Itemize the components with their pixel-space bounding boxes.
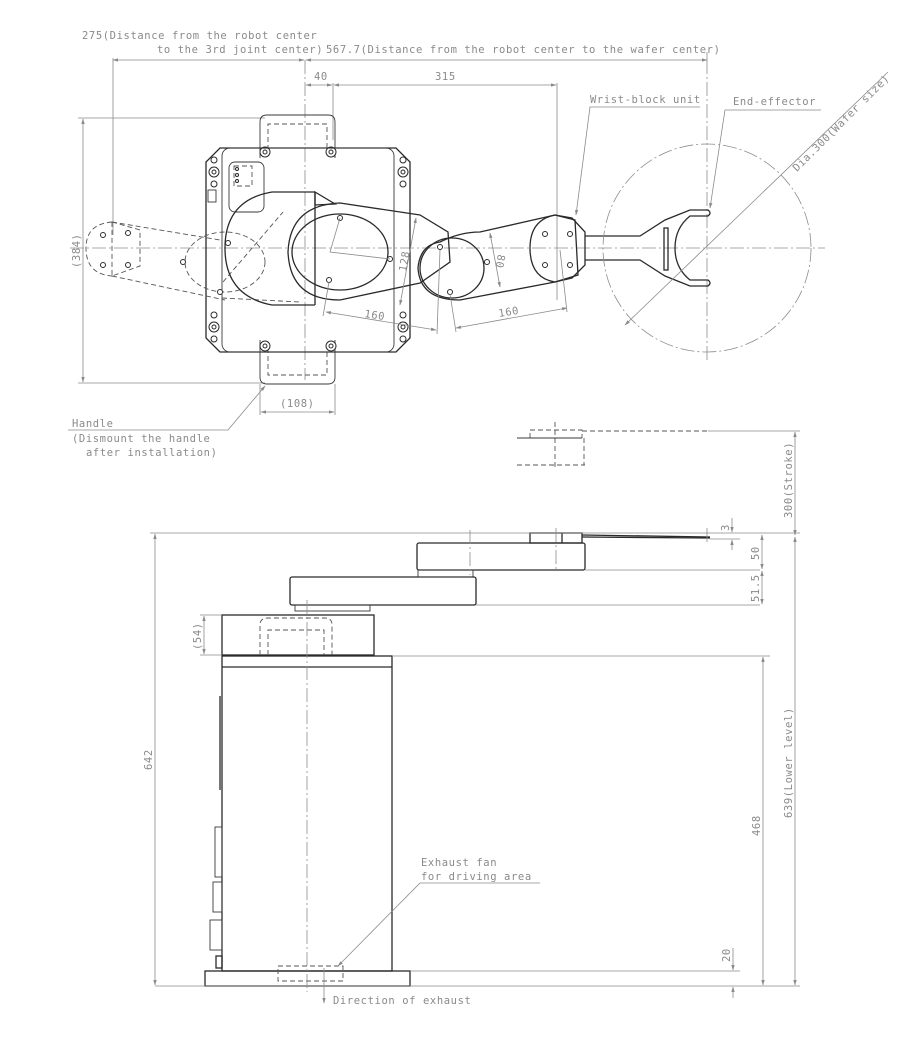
dim-300-stroke-label: 300(Stroke)	[783, 442, 795, 518]
wrist-block-leader	[574, 106, 700, 216]
arm-link-1	[287, 202, 451, 301]
dim-80-label: 80	[493, 253, 507, 269]
end-effector	[585, 209, 711, 287]
retracted-arm-ghost	[85, 211, 301, 303]
dim-80	[489, 232, 501, 288]
dim-639-label: 639(Lower level)	[783, 707, 795, 818]
exhaust-fan-label: Exhaust fan	[421, 857, 497, 869]
handle-label: Handle	[72, 418, 114, 430]
dim-50-label: 50	[750, 546, 762, 560]
shoulder-body	[224, 191, 315, 306]
dim-128	[399, 217, 417, 306]
wafer-diameter-label: Dia.300(Wafer size)	[791, 73, 892, 174]
end-effector-side	[581, 534, 711, 538]
wafer-outline	[602, 143, 812, 353]
end-effector-label: End-effector	[733, 96, 816, 108]
dim-468-label: 468	[751, 815, 763, 836]
connector-panel	[228, 161, 265, 213]
upper-stroke-ghost	[517, 422, 800, 470]
shoulder-flange	[221, 614, 375, 656]
dim-160-link2-label: 160	[498, 305, 520, 320]
dim-20-label: 20	[721, 948, 733, 962]
end-effector-leader	[709, 109, 821, 209]
dim-160-link1-label: 160	[364, 308, 386, 323]
exhaust-direction-label: Direction of exhaust	[333, 995, 471, 1007]
dim-384-label: (384)	[71, 233, 83, 268]
handle-top	[259, 114, 336, 158]
robot-base	[204, 970, 411, 987]
dim-51-5-label: 51.5	[750, 574, 762, 602]
handle-note-line2: after installation)	[86, 447, 218, 459]
dim-128-label: 128	[397, 250, 412, 273]
dim-160-link1	[325, 311, 437, 331]
dim-160-link2	[455, 307, 568, 329]
top-view: 275(Distance from the robot center to th…	[68, 30, 892, 459]
dim-3-label: 3	[720, 524, 732, 531]
exhaust-fan-sublabel: for driving area	[421, 871, 532, 883]
wrist-block	[529, 214, 586, 283]
wrist-block-label: Wrist-block unit	[590, 94, 701, 106]
dim-275-label-line2: to the 3rd joint center)	[157, 44, 323, 56]
base-plate	[205, 147, 411, 353]
arm-link-2	[417, 214, 579, 301]
dim-315-label: 315	[435, 71, 456, 83]
dim-567-label: 567.7(Distance from the robot center to …	[326, 44, 721, 56]
dim-108-label: (108)	[280, 398, 315, 410]
handle-leader	[68, 385, 266, 431]
handle-bottom	[259, 340, 336, 385]
dim-40-label: 40	[314, 71, 328, 83]
exhaust-fan-leader	[337, 882, 540, 967]
arm-link-2-side	[416, 542, 586, 571]
wafer-diameter-leader	[624, 71, 889, 326]
arm-link-1-side	[289, 576, 477, 606]
handle-note-line1: (Dismount the handle	[72, 433, 210, 445]
robot-body	[221, 655, 393, 972]
dim-275-label-line1: 275(Distance from the robot center	[82, 30, 317, 42]
dim-642-label: 642	[143, 749, 155, 770]
exhaust-fan	[277, 965, 344, 982]
side-view: 300(Stroke)	[143, 422, 800, 1007]
dim-54-label: (54)	[192, 622, 204, 650]
